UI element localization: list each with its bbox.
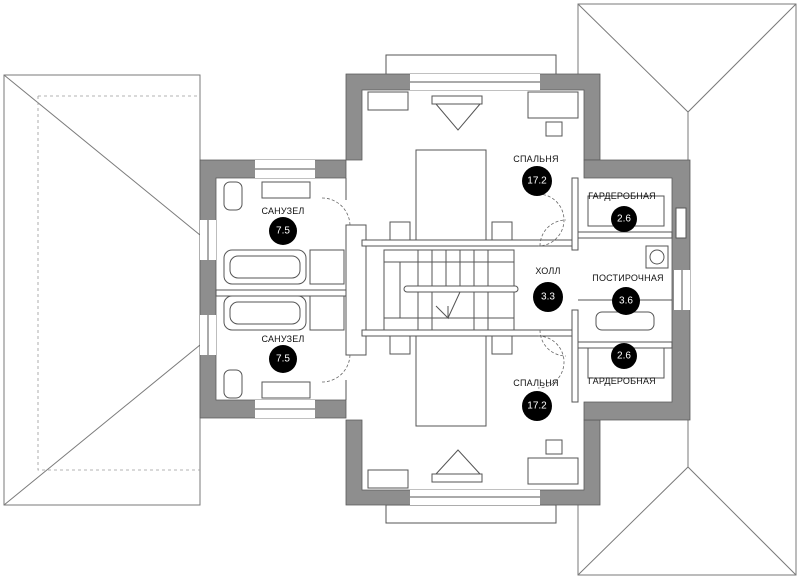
staircase: [383, 249, 519, 331]
bath-fixtures: [223, 181, 345, 399]
area-value-wardrobe-bottom: 2.6: [617, 350, 631, 362]
badge-bedroom-bottom: [522, 391, 552, 421]
area-badges: [269, 166, 640, 421]
door-swings: [321, 193, 567, 389]
badge-hall: [533, 282, 563, 312]
badge-laundry: [612, 287, 640, 315]
room-label-bedroom-bottom: СПАЛЬНЯ: [513, 378, 559, 388]
area-value-bathroom-bottom: 7.5: [276, 353, 290, 365]
beds: [389, 149, 513, 427]
room-label-wardrobe-top: ГАРДЕРОБНАЯ: [588, 191, 656, 201]
furniture-bottom: [367, 439, 579, 489]
area-value-bathroom-top: 7.5: [276, 225, 290, 237]
area-value-hall: 3.3: [541, 291, 555, 303]
badge-wardrobe-top: [611, 206, 637, 232]
badge-bedroom-top: [522, 166, 552, 196]
badge-bathroom-top: [269, 217, 297, 245]
area-value-bedroom-top: 17.2: [527, 175, 547, 187]
room-label-hall: ХОЛЛ: [535, 266, 561, 276]
furniture-top: [367, 91, 579, 137]
room-label-bathroom-bottom: САНУЗЕЛ: [261, 334, 305, 344]
area-value-wardrobe-top: 2.6: [617, 213, 631, 225]
balcony-bottom: [385, 504, 557, 524]
area-value-bedroom-bottom: 17.2: [527, 400, 547, 412]
room-label-laundry: ПОСТИРОЧНАЯ: [592, 273, 664, 283]
windows: [207, 81, 683, 498]
area-value-laundry: 3.6: [619, 295, 633, 307]
room-label-bathroom-top: САНУЗЕЛ: [261, 206, 305, 216]
badge-wardrobe-bottom: [611, 343, 637, 369]
roof-left: [3, 74, 201, 506]
room-label-wardrobe-bottom: ГАРДЕРОБНАЯ: [588, 376, 656, 386]
room-label-bedroom-top: СПАЛЬНЯ: [513, 154, 559, 164]
balcony-top: [385, 54, 557, 76]
badge-bathroom-bottom: [269, 345, 297, 373]
